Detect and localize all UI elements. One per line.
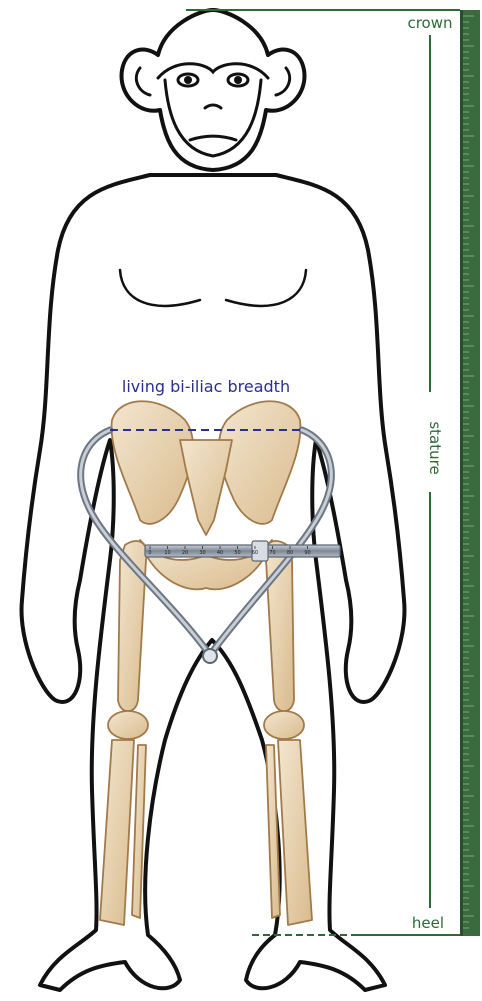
caliper-tick-label: 40 (217, 550, 223, 556)
ruler-edge (460, 10, 463, 936)
caliper-tick-label: 60 (252, 550, 258, 556)
caliper-tick-label: 80 (287, 550, 293, 556)
left-knee (108, 711, 148, 739)
head-outline (122, 10, 305, 170)
left-pupil (184, 76, 192, 84)
heel-label: heel (412, 914, 444, 932)
ruler (460, 10, 480, 936)
stature-label: stature (426, 421, 444, 474)
caliper-tick-label: 50 (234, 550, 240, 556)
right-knee (264, 711, 304, 739)
caliper-tick-label: 30 (199, 550, 205, 556)
caliper-tick-label: 20 (182, 550, 188, 556)
caliper-pivot (203, 649, 217, 663)
breadth-label: living bi-iliac breadth (122, 377, 290, 396)
caliper-tick-label: 10 (164, 550, 170, 556)
caliper-tick-label: 0 (148, 550, 151, 556)
right-pupil (234, 76, 242, 84)
caliper-scale-bar (145, 545, 340, 557)
caliper-tick-label: 90 (304, 550, 310, 556)
crown-label: crown (407, 14, 452, 32)
caliper-tick-label: 70 (269, 550, 275, 556)
